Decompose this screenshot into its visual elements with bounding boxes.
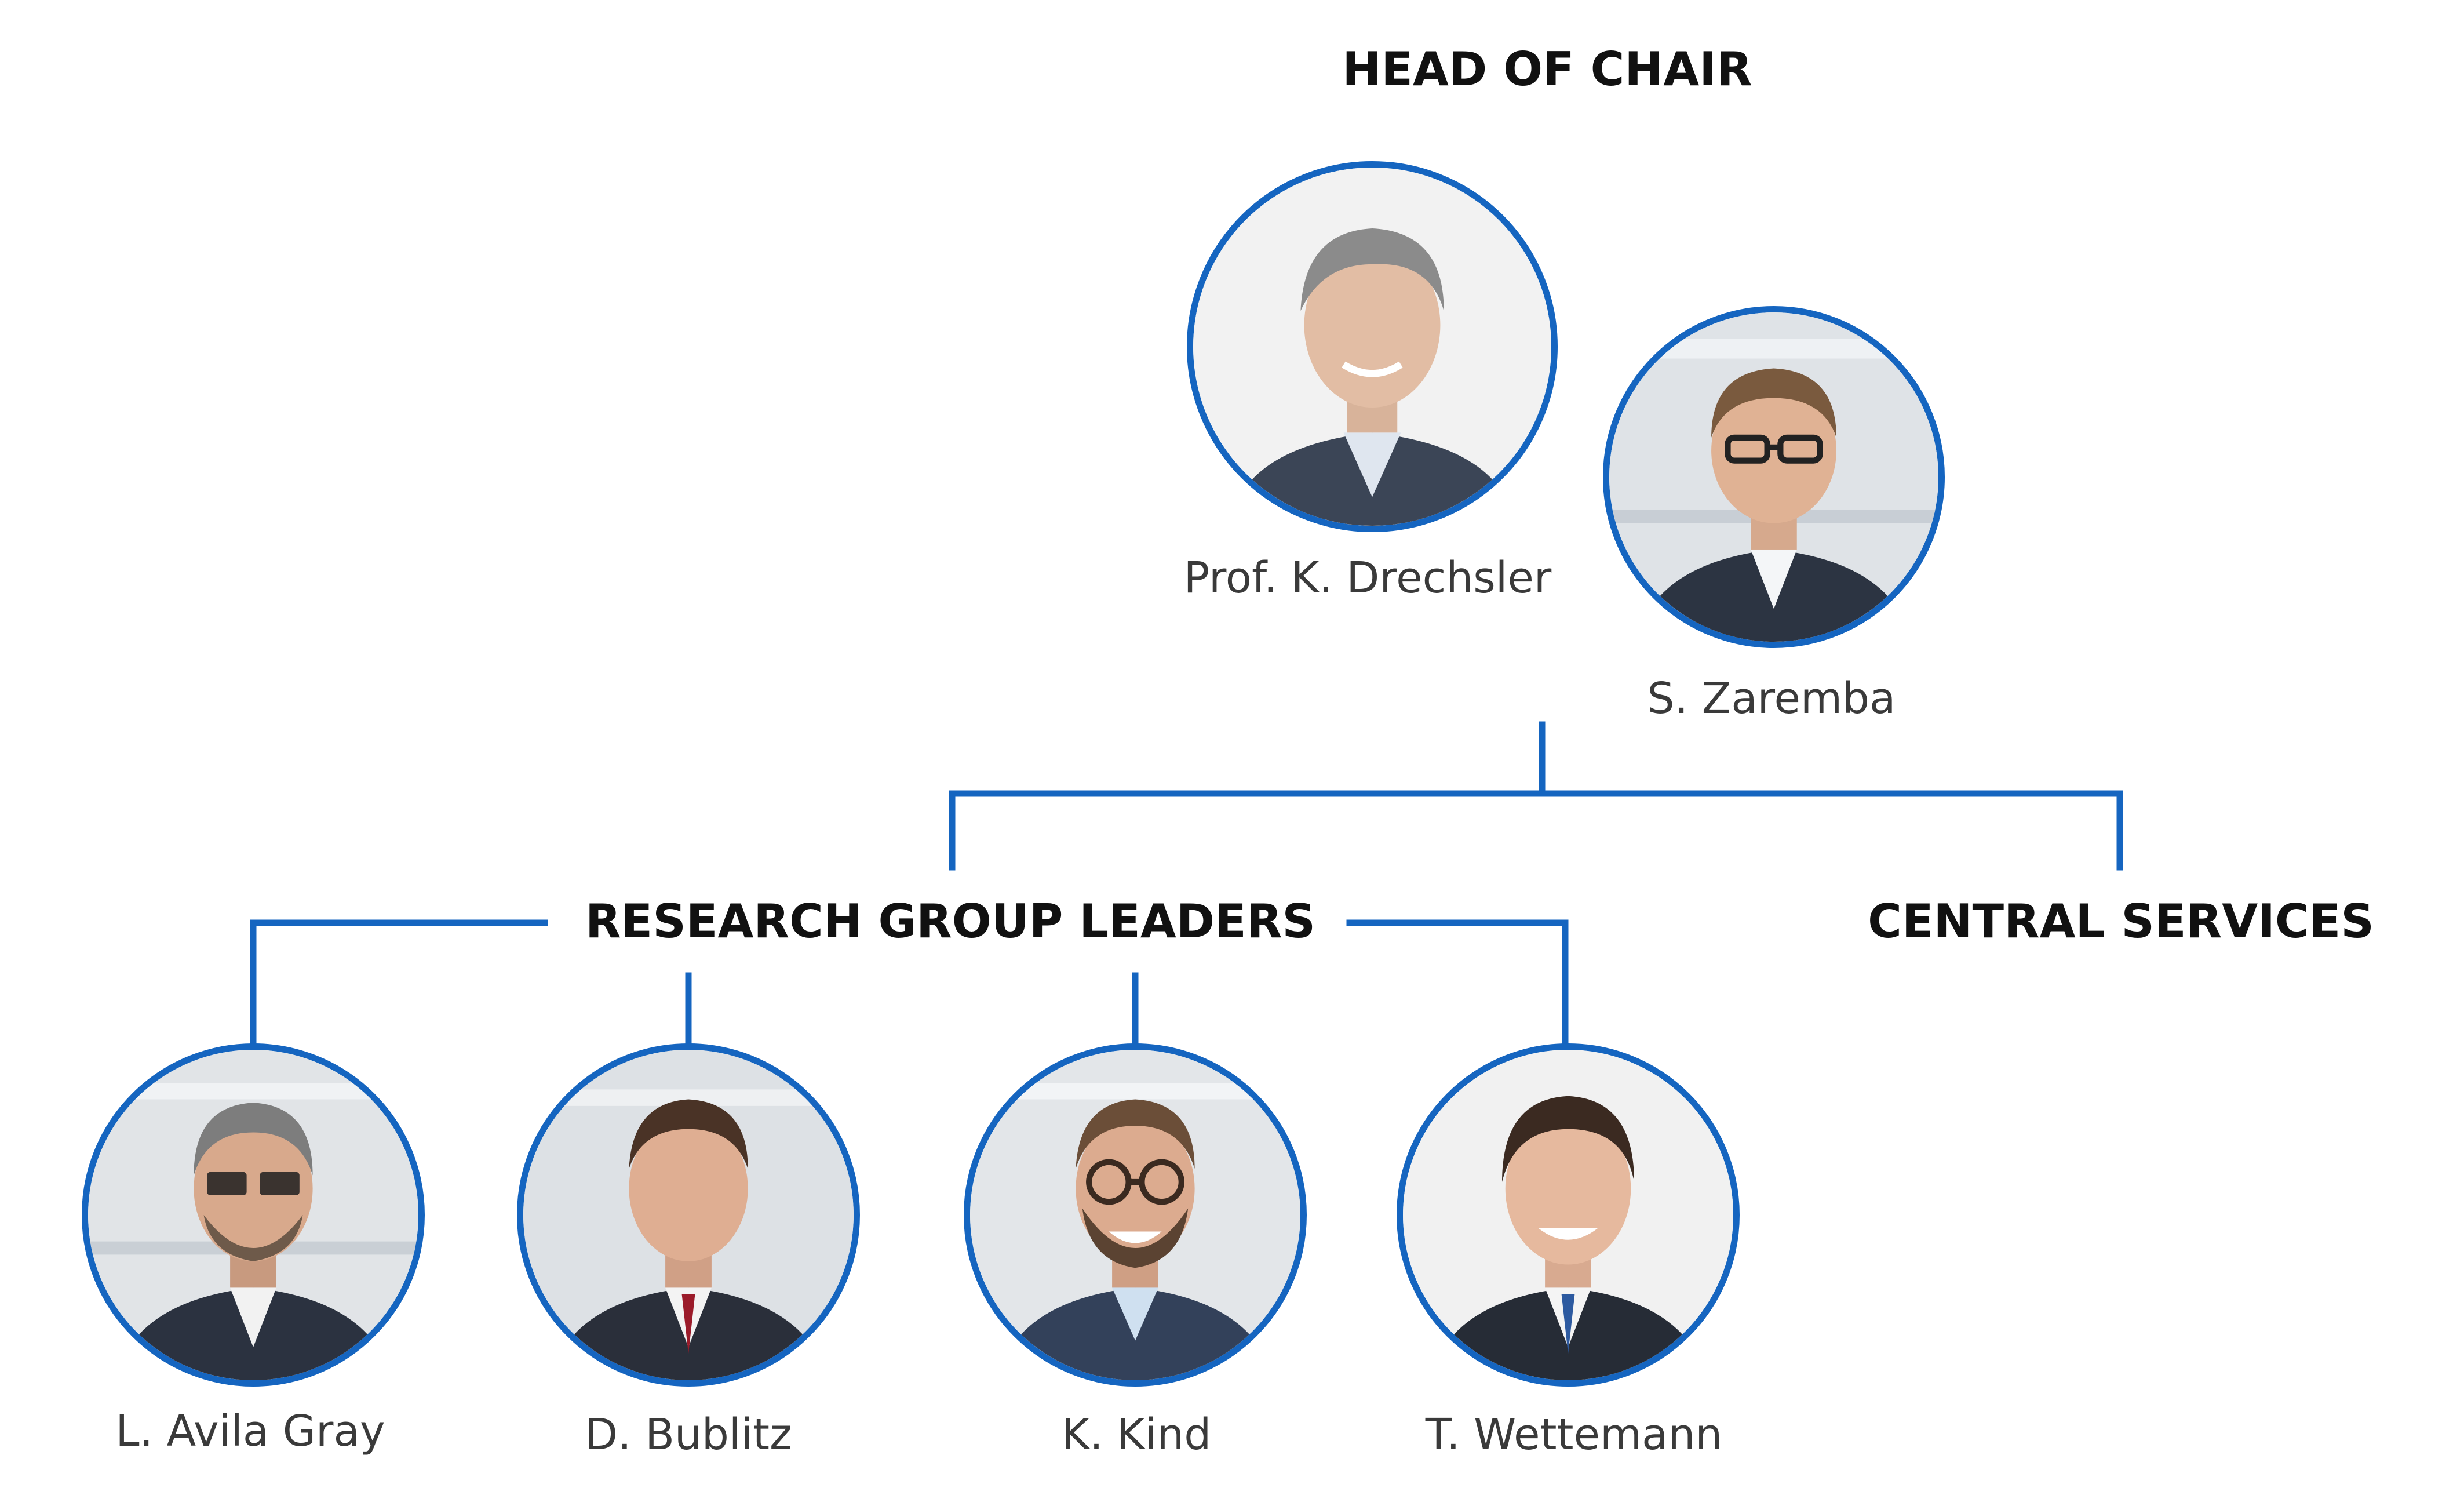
portrait-photo-drechsler	[1187, 161, 1558, 532]
person-name: K. Kind	[1061, 1410, 1212, 1460]
portrait-photo-bublitz	[517, 1043, 860, 1387]
portrait-photo-avila-gray	[82, 1043, 425, 1387]
heading-research-group-leaders: RESEARCH GROUP LEADERS	[585, 894, 1316, 948]
connector-to-avila-gray	[250, 919, 548, 1050]
person-name: D. Bublitz	[585, 1410, 792, 1460]
portrait-photo-wettemann	[1397, 1043, 1740, 1387]
heading-head-of-chair: HEAD OF CHAIR	[1342, 42, 1752, 96]
person-name: S. Zaremba	[1647, 674, 1896, 723]
person-name: T. Wettemann	[1425, 1410, 1723, 1460]
person-name: L. Avila Gray	[115, 1406, 385, 1456]
portrait-photo-zaremba	[1603, 306, 1945, 648]
portrait-photo-kind	[964, 1043, 1307, 1387]
connector-to-wettemann	[1346, 919, 1569, 1050]
heading-central-services: CENTRAL SERVICES	[1868, 894, 2374, 948]
person-name: Prof. K. Drechsler	[1183, 553, 1552, 603]
